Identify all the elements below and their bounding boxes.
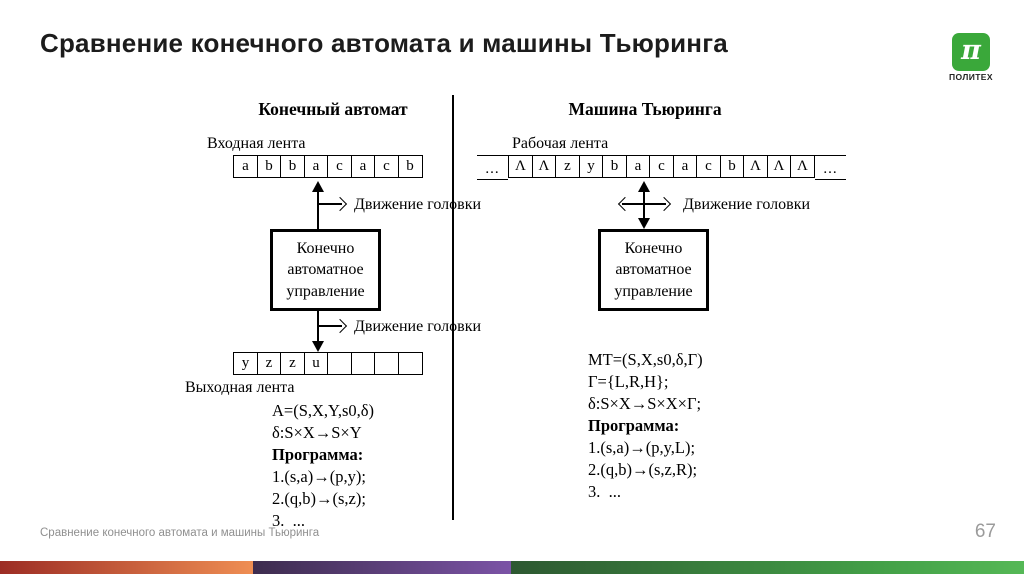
tape-cell: b — [397, 155, 423, 178]
input-tape-label: Входная лента — [207, 135, 306, 152]
arrow-right-icon — [656, 196, 672, 212]
page-number: 67 — [974, 521, 996, 542]
control-box-right: Конечно автоматное управление — [598, 229, 709, 311]
left-column-header: Конечный автомат — [258, 99, 408, 119]
formula-line: δ:S×X→S×Y — [272, 423, 362, 442]
tape-cell: c — [649, 155, 674, 178]
double-arrow-line — [622, 203, 666, 205]
tape-cell: Λ — [508, 155, 533, 178]
tape-cell — [397, 352, 423, 375]
tape-head-arrow-icon — [312, 181, 324, 192]
branch-line — [318, 325, 342, 327]
arrow-right-icon — [332, 318, 348, 334]
tape-cell: z — [555, 155, 580, 178]
right-column-header: Машина Тьюринга — [568, 99, 722, 119]
arrow-left-icon — [617, 196, 633, 212]
tape-cell — [374, 352, 399, 375]
tape-cell: Λ — [531, 155, 557, 178]
left-formulas: A=(S,X,Y,s0,δ) δ:S×X→S×Y Программа: 1.(s,a)… — [272, 400, 374, 532]
tape-cell: c — [374, 155, 399, 178]
tape-cell — [350, 352, 376, 375]
tape-head-arrow-icon — [312, 341, 324, 352]
formula-line: Программа: — [588, 416, 680, 435]
tape-head-arrow-icon — [638, 181, 650, 192]
formula-line: 1.(s,a)→(p,y,L); — [588, 438, 696, 457]
formula-line: MT=(S,X,s0,δ,Γ) — [588, 350, 703, 369]
tape-cell: c — [696, 155, 721, 178]
tape-cell: a — [625, 155, 651, 178]
tape-cell: a — [233, 155, 258, 178]
connector-line — [317, 311, 319, 343]
head-movement-label: Движение головки — [683, 196, 811, 213]
tape-cell: c — [327, 155, 352, 178]
bottom-gradient-bar — [0, 561, 1024, 574]
tape-ellipsis-right: ... — [815, 155, 846, 180]
formula-line: A=(S,X,Y,s0,δ) — [272, 401, 375, 420]
tape-cell: Λ — [743, 155, 768, 178]
output-tape-label: Выходная лента — [185, 379, 295, 396]
formula-line: Γ={L,R,H}; — [588, 372, 669, 391]
formula-line: 1.(s,a)→(p,y); — [272, 467, 366, 486]
tape-cell: a — [303, 155, 329, 178]
formula-line: δ:S×X→S×X×Γ; — [588, 394, 702, 413]
tape-cell: y — [233, 352, 258, 375]
head-movement-label: Движение головки — [354, 318, 482, 335]
tape-cell: u — [303, 352, 329, 375]
footer-slide-title: Сравнение конечного автомата и машины Ть… — [40, 527, 320, 539]
tape-head-arrow-icon — [638, 218, 650, 229]
tape-cell: Λ — [766, 155, 792, 178]
tape-cell: y — [578, 155, 604, 178]
polytech-logo: π — [952, 33, 990, 71]
formula-line: 3. ... — [272, 511, 305, 530]
tape-cell: a — [672, 155, 698, 178]
branch-line — [318, 203, 342, 205]
tape-cell: Λ — [790, 155, 815, 178]
formula-line: 2.(q,b)→(s,z); — [272, 489, 366, 508]
formula-line: 3. ... — [588, 482, 621, 501]
formula-line: 2.(q,b)→(s,z,R); — [588, 460, 698, 479]
formula-line: Программа: — [272, 445, 364, 464]
column-divider-line — [452, 95, 454, 520]
connector-line — [317, 190, 319, 229]
connector-line — [643, 190, 645, 221]
tape-cell: b — [719, 155, 745, 178]
pi-logo-icon: π — [961, 35, 981, 66]
tape-cell: b — [280, 155, 305, 178]
logo-caption: ПОЛИТЕХ — [949, 72, 993, 82]
slide-title: Сравнение конечного автомата и машины Ть… — [40, 28, 728, 58]
tape-ellipsis-left: ... — [477, 155, 508, 180]
head-movement-label: Движение головки — [354, 196, 482, 213]
tape-cell: a — [350, 155, 376, 178]
tape-cell: b — [256, 155, 282, 178]
tape-cell: z — [280, 352, 305, 375]
right-formulas: MT=(S,X,s0,δ,Γ) Γ={L,R,H}; δ:S×X→S×X×Γ; Про… — [588, 349, 703, 503]
tape-cell: b — [602, 155, 627, 178]
control-box-left: Конечно автоматное управление — [270, 229, 381, 311]
tape-cell: z — [256, 352, 282, 375]
work-tape-label: Рабочая лента — [512, 135, 609, 152]
tape-cell — [327, 352, 352, 375]
arrow-right-icon — [332, 196, 348, 212]
